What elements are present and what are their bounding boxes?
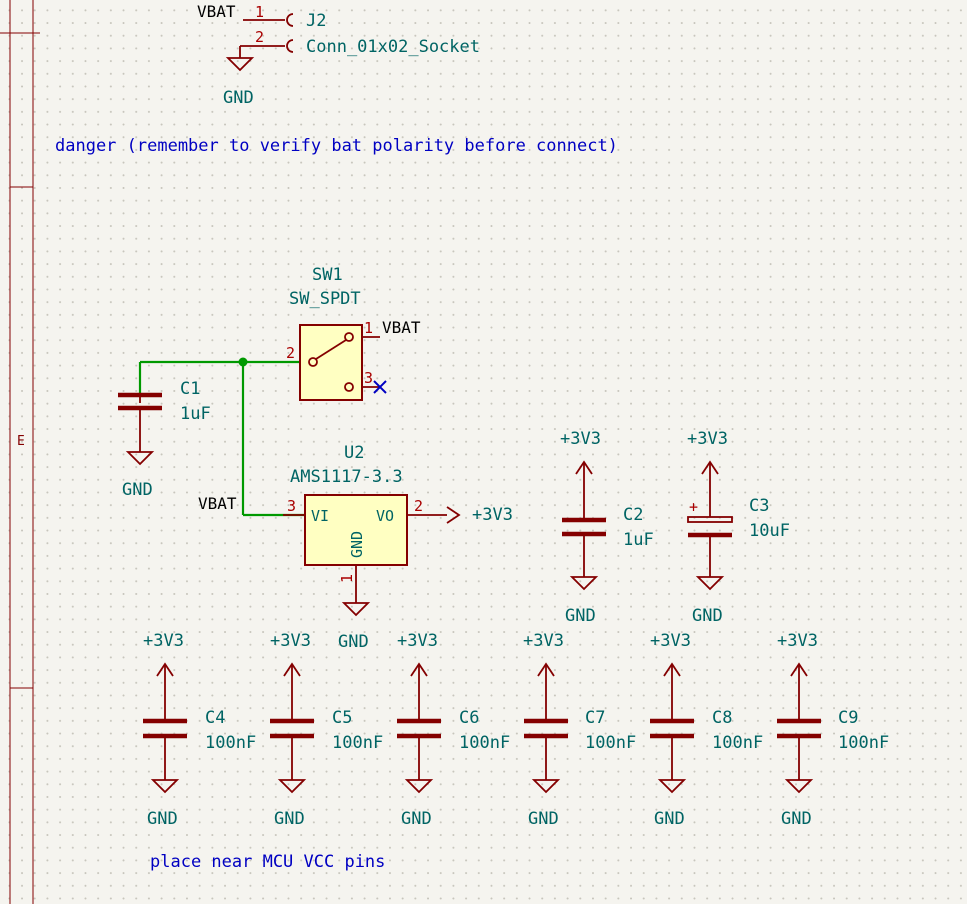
v33-label-c2: +3V3 [560,429,601,449]
c8-value: 100nF [712,733,763,753]
c8-reference: C8 [712,708,732,728]
c1-value: 1uF [180,404,211,424]
j2-value: Conn_01x02_Socket [306,37,480,57]
capacitor-c3[interactable]: +3V3 + GND C3 10uF [687,429,790,626]
gnd-icon [225,57,255,72]
gnd-label-c3: GND [692,606,723,626]
c5-reference: C5 [332,708,352,728]
regulator-u2[interactable]: U2 AMS1117-3.3 VBAT 3 VI VO GND 2 +3V3 1… [198,443,513,652]
gnd-label-c2: GND [565,606,596,626]
u2-pin-vo: VO [376,507,394,525]
sw1-pin1-number: 1 [364,319,373,337]
c3-reference: C3 [749,496,769,516]
sw1-reference: SW1 [312,265,343,285]
gnd-icon [531,779,561,794]
j2-socket-1-icon [286,13,294,27]
capacitor-c4[interactable]: +3V3 GND C4 100nF [143,631,256,829]
c6-value: 100nF [459,733,510,753]
placement-note: place near MCU VCC pins [150,852,385,872]
wires [138,357,305,517]
c4-reference: C4 [205,708,225,728]
gnd-icon [150,779,180,794]
c3-polarity-mark: + [689,498,698,516]
net-label-vbat-j2: VBAT [197,2,236,21]
j2-reference: J2 [306,11,326,31]
capacitor-c9[interactable]: +3V3 GND C9 100nF [777,631,889,829]
capacitor-c5[interactable]: +3V3 GND C5 100nF [270,631,383,829]
j2-pin2-number: 2 [255,28,264,46]
c3-value: 10uF [749,521,790,541]
v33-label-c9: +3V3 [777,631,818,651]
gnd-label-c7: GND [528,809,559,829]
gnd-icon [569,576,599,591]
gnd-label-c9: GND [781,809,812,829]
v33-label-c6: +3V3 [397,631,438,651]
v33-label-c7: +3V3 [523,631,564,651]
u2-pin-vi: VI [311,507,329,525]
c4-value: 100nF [205,733,256,753]
c6-reference: C6 [459,708,479,728]
capacitor-c2[interactable]: +3V3 GND C2 1uF [560,429,654,626]
u2-pin2-number: 2 [414,497,423,515]
v33-label-u2: +3V3 [472,505,513,525]
c7-value: 100nF [585,733,636,753]
c7-reference: C7 [585,708,605,728]
capacitor-c8[interactable]: +3V3 GND C8 100nF [650,631,763,829]
gnd-icon [341,602,371,617]
v33-label-c5: +3V3 [270,631,311,651]
gnd-icon [404,779,434,794]
j2-socket-2-icon [286,39,294,53]
gnd-label-c1: GND [122,480,153,500]
u2-reference: U2 [344,443,364,463]
c5-value: 100nF [332,733,383,753]
gnd-icon [784,779,814,794]
capacitor-c7[interactable]: +3V3 GND C7 100nF [523,631,636,829]
switch-sw1[interactable]: SW1 SW_SPDT 1 VBAT 2 3 [286,265,421,401]
gnd-icon [657,779,687,794]
gnd-label-c6: GND [401,809,432,829]
c9-value: 100nF [838,733,889,753]
sw1-value: SW_SPDT [289,289,361,309]
gnd-label-j2: GND [223,88,254,108]
u2-pin3-number: 3 [287,497,296,515]
gnd-label-c4: GND [147,809,178,829]
capacitor-c6[interactable]: +3V3 GND C6 100nF [397,631,510,829]
sw1-pin2-number: 2 [286,344,295,362]
v33-label-c8: +3V3 [650,631,691,651]
c9-reference: C9 [838,708,858,728]
gnd-icon [277,779,307,794]
net-label-vbat-u2: VBAT [198,494,237,513]
c2-value: 1uF [623,530,654,550]
gnd-icon [125,451,155,466]
u2-value: AMS1117-3.3 [290,467,403,487]
gnd-label-c8: GND [654,809,685,829]
v33-label-c4: +3V3 [143,631,184,651]
wire-junction [238,357,248,367]
connector-j2[interactable]: VBAT 1 2 GND J2 Conn_01x02_Socket [197,2,480,108]
sw1-pin3-number: 3 [364,369,373,387]
gnd-icon [695,576,725,591]
net-label-vbat-sw1: VBAT [382,318,421,337]
u2-pin1-number: 1 [338,574,356,583]
sheet-border: E [0,0,40,904]
border-row-letter: E [17,434,25,449]
danger-note: danger (remember to verify bat polarity … [55,136,618,156]
j2-pin1-number: 1 [255,3,264,21]
power-arrow-icon [446,506,461,524]
v33-label-c3: +3V3 [687,429,728,449]
gnd-label-u2: GND [338,632,369,652]
u2-pin-gnd: GND [348,531,366,558]
gnd-label-c5: GND [274,809,305,829]
c1-reference: C1 [180,379,200,399]
c2-reference: C2 [623,505,643,525]
capacitor-c1[interactable]: GND C1 1uF [118,379,211,500]
